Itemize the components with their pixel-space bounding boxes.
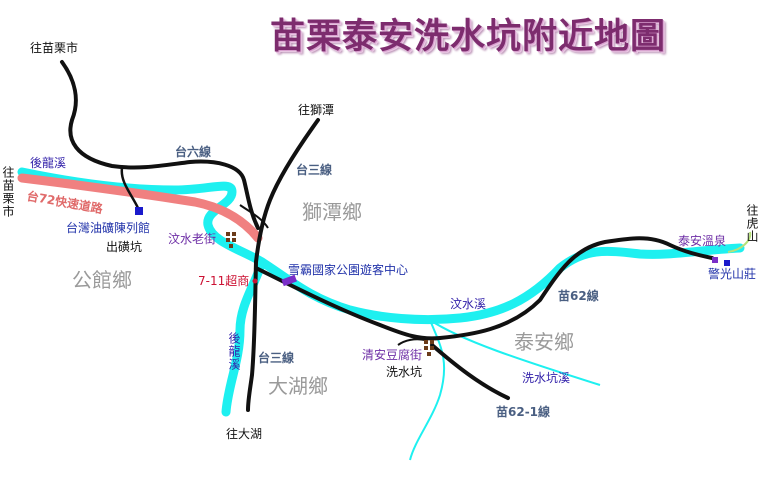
tai72-expressway	[17, 173, 263, 243]
township-taian: 泰安鄉	[514, 330, 574, 354]
direction-miaoli-north: 往苗栗市	[30, 41, 79, 55]
place-xishuikeng-village: 洗水坑	[386, 365, 423, 379]
xishuikeng-creek	[429, 319, 601, 386]
miao62-1-road	[430, 343, 510, 400]
tai3-north-spur	[239, 204, 269, 229]
place-visitor-center: 雪霸國家公園遊客中心	[288, 263, 409, 277]
tofu-street-marker	[424, 340, 434, 356]
place-chukuangkeng: 出磺坑	[106, 240, 143, 254]
township-dahu: 大湖鄉	[268, 374, 328, 398]
place-jingguang-villa: 警光山莊	[708, 267, 757, 281]
miao62-road	[254, 236, 714, 341]
seven-eleven-marker	[252, 278, 258, 284]
oil-museum-marker	[135, 207, 143, 215]
place-oil-museum: 台灣油礦陳列館	[66, 221, 151, 235]
wenshui-old-street-marker	[226, 232, 236, 248]
tofu-street-spur	[397, 338, 426, 346]
direction-huyan-mountain: 往虎山	[745, 204, 759, 243]
tai3-north-road	[254, 118, 320, 264]
river-label-houlong-vertical: 後龍溪	[227, 332, 241, 371]
road-label-tai6: 台六線	[175, 145, 212, 159]
hot-spring-creek	[727, 231, 752, 253]
place-taian-hot-spring: 泰安溫泉	[678, 234, 727, 248]
place-wenshui-old-street: 汶水老街	[168, 232, 217, 246]
hot-spring-marker	[712, 257, 718, 263]
direction-miaoli-west: 往苗栗市	[1, 166, 15, 218]
road-label-miao62-1: 苗62-1線	[496, 405, 551, 419]
road-label-miao62: 苗62線	[558, 289, 599, 303]
place-tofu-street: 清安豆腐街	[362, 348, 423, 362]
road-label-tai3-south: 台三線	[258, 351, 295, 365]
river-label-wenshui: 汶水溪	[450, 297, 487, 311]
river-label-xishuikeng: 洗水坑溪	[522, 371, 571, 385]
road-label-tai3-north: 台三線	[296, 163, 333, 177]
township-gongguan: 公館鄉	[72, 268, 132, 292]
direction-dahu: 往大湖	[226, 427, 263, 441]
direction-shitan: 往獅潭	[298, 103, 335, 117]
map-title: 苗栗泰安洗水坑附近地圖	[270, 17, 667, 57]
visitor-center-marker	[281, 274, 297, 287]
place-seven-eleven: 7-11超商	[198, 274, 250, 288]
township-shitan: 獅潭鄉	[302, 200, 362, 224]
road-to-miaoli-north	[60, 60, 260, 230]
oil-museum-road	[120, 167, 140, 209]
tai3-south-road	[246, 260, 258, 412]
jingguang-villa-marker	[724, 260, 730, 266]
river-label-houlong: 後龍溪	[30, 156, 67, 170]
